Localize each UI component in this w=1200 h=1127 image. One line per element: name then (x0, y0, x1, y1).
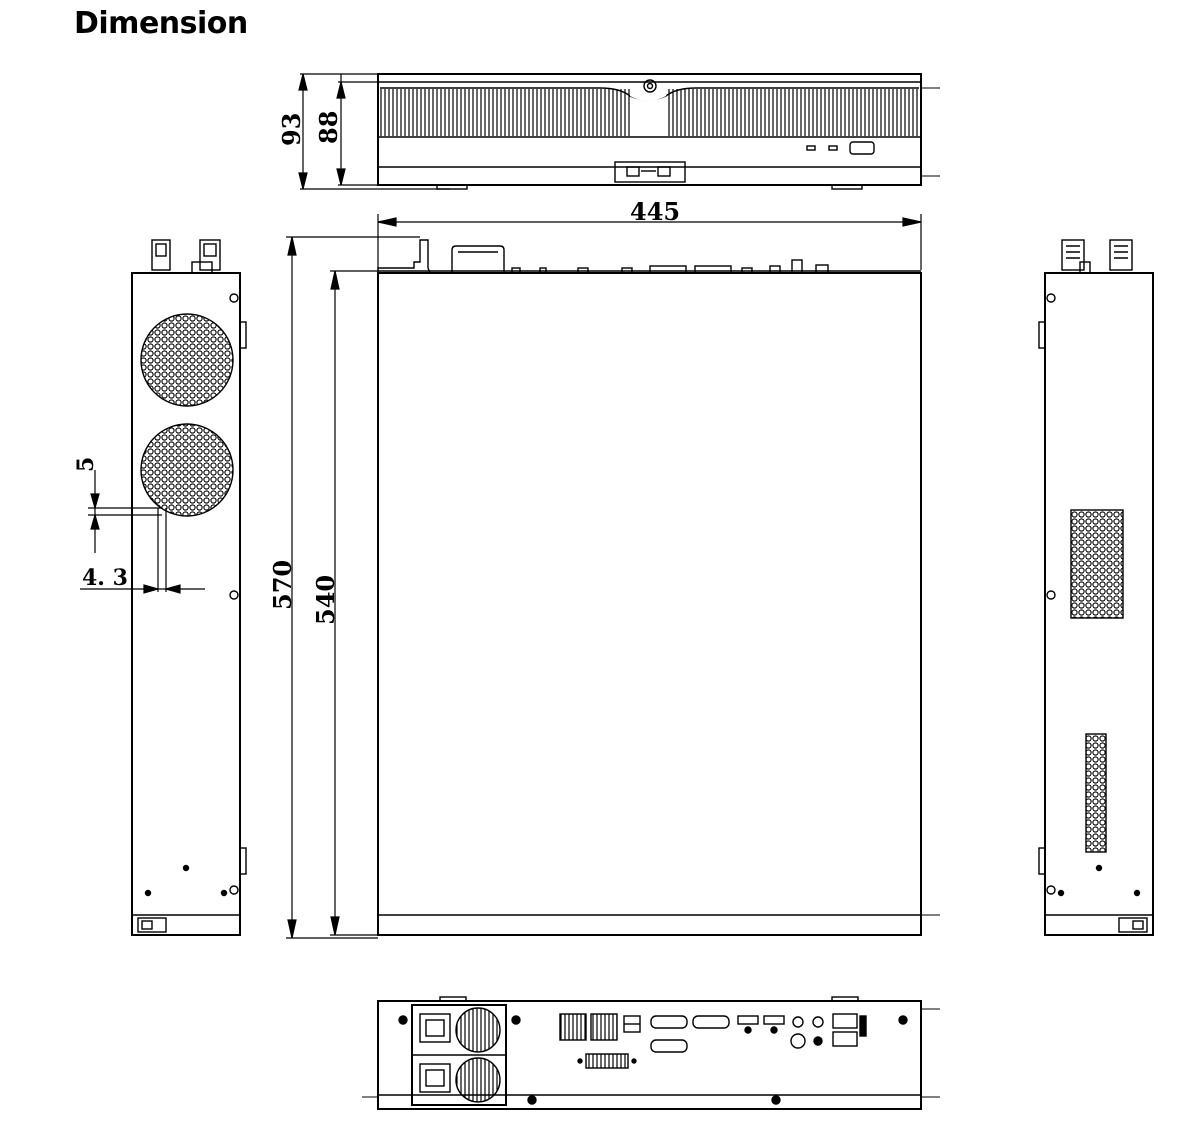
rear-usb-stack-1 (559, 1013, 587, 1041)
dim-width: 445 (630, 197, 680, 226)
rear-power-socket-1 (419, 1013, 451, 1043)
rear-hdmi-1 (737, 1015, 759, 1025)
front-power-button (849, 141, 875, 155)
left-side-view (131, 239, 247, 936)
right-vent-grid (1070, 509, 1124, 619)
top-antenna (791, 259, 803, 274)
front-led-2 (828, 145, 838, 151)
front-view (377, 73, 940, 190)
front-logo-icon (643, 79, 657, 93)
rear-db-port-3 (650, 1039, 688, 1053)
top-handle (451, 245, 505, 273)
front-dimension-lines (298, 73, 450, 190)
top-power-bracket (377, 239, 431, 274)
dim-hole-spacing: 5 (73, 457, 99, 472)
width-dimension-line (377, 214, 922, 270)
rear-psu-fan-1 (455, 1007, 501, 1053)
right-latch (1118, 917, 1148, 933)
top-db-connector-1 (649, 265, 687, 274)
right-side-view (1038, 239, 1154, 936)
left-fan-2 (140, 423, 234, 517)
dim-height-body: 88 (314, 111, 343, 144)
hole-detail-dimensions (80, 470, 205, 594)
dim-depth-body: 540 (311, 575, 340, 625)
front-led-1 (806, 145, 816, 151)
dim-depth-overall: 570 (268, 560, 297, 610)
rear-lan-2 (832, 1031, 858, 1047)
depth-dimension-lines (286, 236, 420, 939)
right-vent-strip (1085, 733, 1107, 853)
top-view (377, 239, 940, 936)
rear-usb-stack-2 (590, 1013, 618, 1041)
front-vent-left (380, 89, 630, 136)
top-db-connector-2 (694, 265, 732, 274)
left-fan-1 (140, 313, 234, 407)
rear-db-port-1 (650, 1015, 688, 1029)
front-usb-panel (614, 161, 686, 183)
front-vent-right (668, 89, 919, 136)
dim-height-overall: 93 (277, 113, 306, 146)
rear-alarm-connector (585, 1053, 629, 1069)
rear-lan-1 (832, 1013, 858, 1029)
rear-power-socket-2 (419, 1063, 451, 1093)
rear-hdmi-2 (763, 1015, 785, 1025)
dim-hole-diameter: 4. 3 (82, 565, 128, 591)
rear-db-port-2 (692, 1015, 730, 1029)
dimension-labels: 93 88 445 570 540 5 4. 3 (73, 111, 680, 625)
left-latch (137, 917, 167, 933)
page-title: Dimension (74, 6, 248, 41)
rear-psu-fan-2 (455, 1057, 501, 1103)
rear-view (362, 996, 940, 1110)
rear-audio-jack (790, 1033, 806, 1049)
